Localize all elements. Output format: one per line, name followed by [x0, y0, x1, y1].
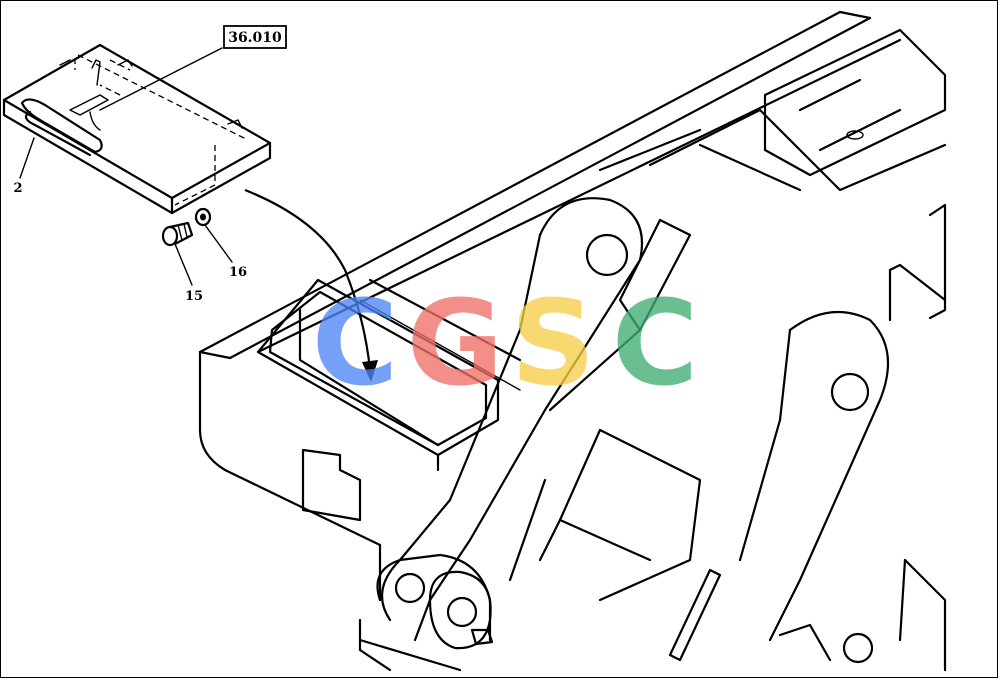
- bolt-15: [161, 221, 194, 247]
- watermark: C G S C: [312, 274, 699, 412]
- assembly-arrow: [244, 188, 378, 382]
- leader-lines: [19, 47, 233, 286]
- washer-16: [194, 207, 212, 227]
- watermark-letter-c2: C: [612, 274, 699, 412]
- callout-2: 2: [13, 181, 22, 196]
- reference-number: 36.010: [228, 30, 282, 46]
- watermark-letter-g: G: [407, 274, 504, 412]
- machine-frame: [198, 10, 947, 602]
- callout-15: 15: [185, 289, 203, 304]
- battery-cover: [2, 43, 272, 215]
- watermark-letter-c1: C: [312, 274, 399, 412]
- callout-16: 16: [229, 265, 247, 280]
- loader-arm: [358, 197, 947, 672]
- reference-box: 36.010: [223, 25, 287, 49]
- watermark-letter-s: S: [511, 274, 596, 412]
